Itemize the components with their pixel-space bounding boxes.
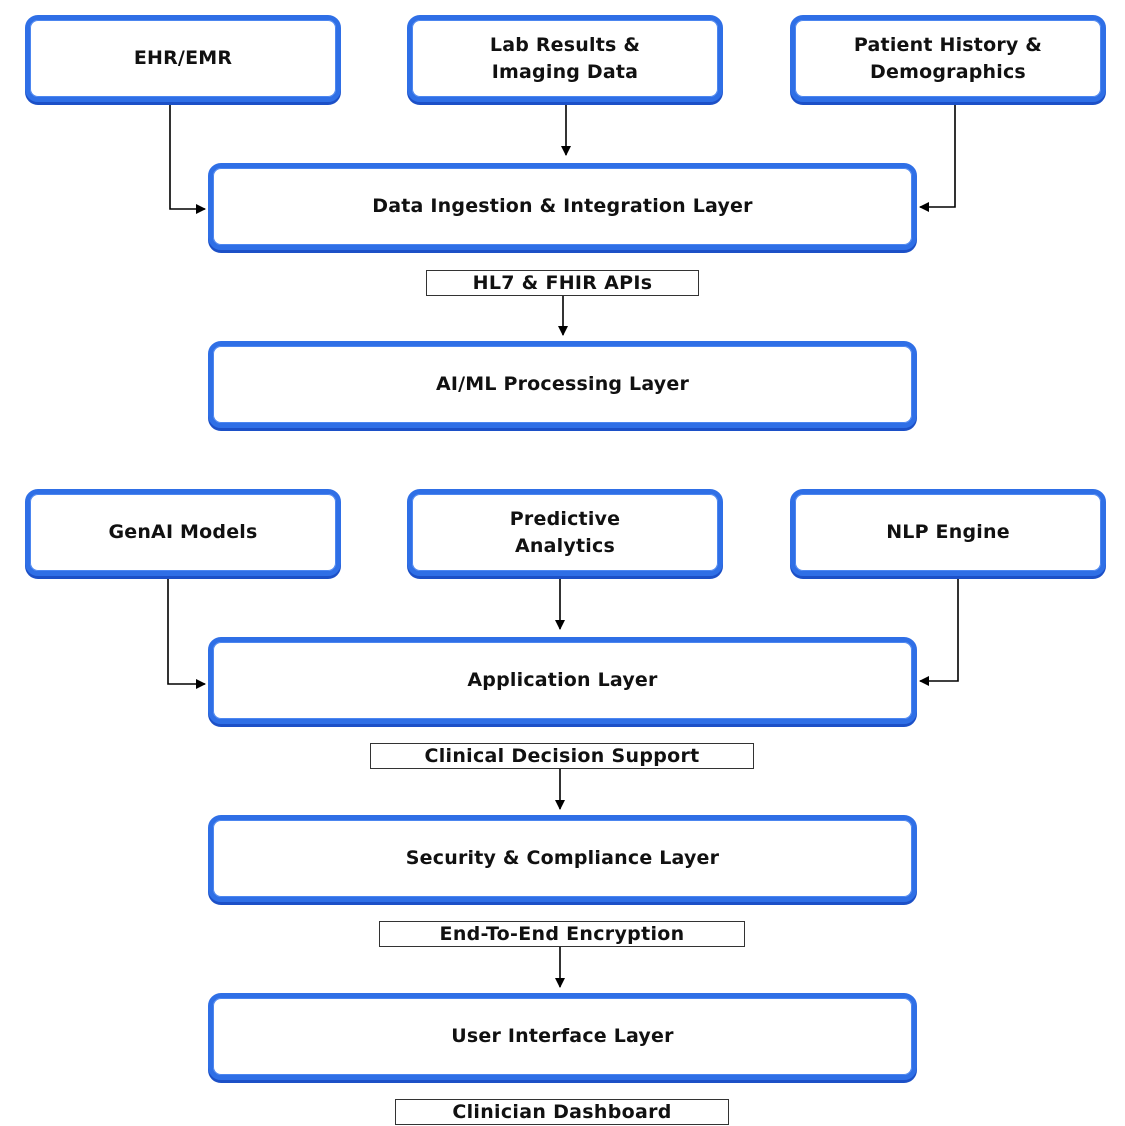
label-hl7-fhir: HL7 & FHIR APIs xyxy=(426,270,699,296)
node-patient-history-label: Patient History & Demographics xyxy=(853,33,1043,83)
node-ehr-emr-label: EHR/EMR xyxy=(133,47,233,69)
label-encryption: End-To-End Encryption xyxy=(379,921,745,947)
node-patient-history: Patient History & Demographics xyxy=(790,15,1106,102)
node-user-interface-label: User Interface Layer xyxy=(451,1025,674,1047)
connector-genai-to-application xyxy=(167,576,206,689)
node-data-ingestion: Data Ingestion & Integration Layer xyxy=(208,163,917,250)
node-application-layer: Application Layer xyxy=(208,637,917,724)
node-genai-models-label: GenAI Models xyxy=(108,521,258,543)
node-security-compliance-label: Security & Compliance Layer xyxy=(405,847,720,869)
node-lab-results-label: Lab Results & Imaging Data xyxy=(489,33,641,83)
connector-ehr-to-ingestion xyxy=(169,102,206,214)
node-ehr-emr: EHR/EMR xyxy=(25,15,341,102)
node-genai-models: GenAI Models xyxy=(25,489,341,576)
node-data-ingestion-label: Data Ingestion & Integration Layer xyxy=(372,195,753,217)
node-ai-ml-processing: AI/ML Processing Layer xyxy=(208,341,917,428)
node-nlp-engine-label: NLP Engine xyxy=(886,521,1010,543)
node-predictive-analytics: Predictive Analytics xyxy=(407,489,723,576)
label-clinician-dashboard: Clinician Dashboard xyxy=(395,1099,729,1125)
node-predictive-analytics-label: Predictive Analytics xyxy=(509,507,621,557)
node-application-layer-label: Application Layer xyxy=(467,669,658,691)
node-ai-ml-processing-label: AI/ML Processing Layer xyxy=(435,373,690,395)
connector-history-to-ingestion xyxy=(919,102,956,212)
label-clinical-decision: Clinical Decision Support xyxy=(370,743,754,769)
node-user-interface: User Interface Layer xyxy=(208,993,917,1080)
node-security-compliance: Security & Compliance Layer xyxy=(208,815,917,902)
node-lab-results: Lab Results & Imaging Data xyxy=(407,15,723,102)
connector-nlp-to-application xyxy=(919,576,959,686)
node-nlp-engine: NLP Engine xyxy=(790,489,1106,576)
